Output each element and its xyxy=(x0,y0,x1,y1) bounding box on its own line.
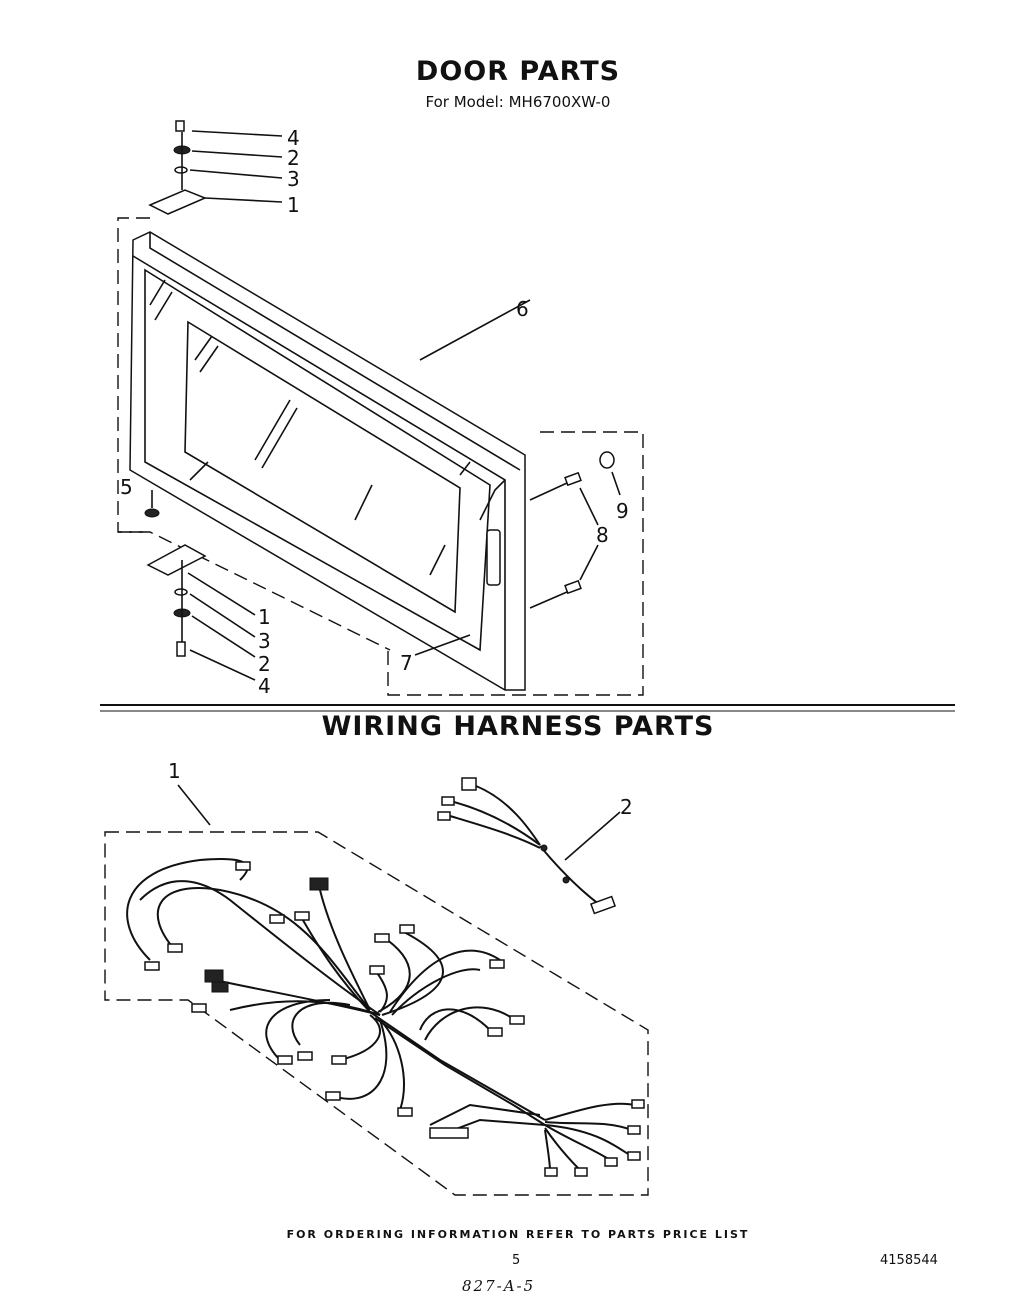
model-line: For Model: MH6700XW-0 xyxy=(425,93,611,111)
main-harness-part xyxy=(126,858,645,1177)
right-dashed-bracket xyxy=(387,431,644,696)
callout-wiring-1: 1 xyxy=(168,759,181,783)
wiring-exploded-view: 1 xyxy=(104,759,649,1196)
callout-3-bottom: 3 xyxy=(258,629,271,653)
door-handle xyxy=(486,529,501,586)
callout-4-top: 4 xyxy=(287,126,300,150)
sub-harness-part xyxy=(437,777,617,915)
bottom-hinge-part xyxy=(146,544,207,576)
callout-1-bottom: 1 xyxy=(258,605,271,629)
callout-wiring-2: 2 xyxy=(620,795,633,819)
document-number: 4158544 xyxy=(880,1253,938,1268)
door-exploded-view: 4 2 3 1 xyxy=(117,120,644,698)
side-clip-part xyxy=(599,451,615,469)
washer-part xyxy=(144,508,160,518)
lower-dashed-leader xyxy=(118,531,391,651)
top-hinge-part xyxy=(148,189,207,215)
callout-4-bottom: 4 xyxy=(258,674,271,698)
callout-2-top: 2 xyxy=(287,146,300,170)
callout-7: 7 xyxy=(400,651,413,675)
callout-2-bottom: 2 xyxy=(258,652,271,676)
bottom-hardware-leaders xyxy=(187,572,256,681)
upper-screw-part xyxy=(564,471,582,487)
page-number: 5 xyxy=(512,1253,521,1268)
handwritten-code: 827-A-5 xyxy=(462,1277,536,1295)
callout-5: 5 xyxy=(120,475,133,499)
door-parts-title: DOOR PARTS xyxy=(415,56,621,87)
top-hinge-hardware xyxy=(148,120,207,215)
bottom-spacer-part xyxy=(174,588,188,596)
top-spacer-part xyxy=(174,166,188,174)
top-screw-part xyxy=(175,120,185,132)
top-hardware-leaders xyxy=(189,130,283,203)
callout-8: 8 xyxy=(596,523,609,547)
left-dashed-bracket xyxy=(117,217,150,533)
wiring-harness-title: WIRING HARNESS PARTS xyxy=(321,711,715,742)
bottom-hinge-hardware xyxy=(146,544,207,657)
bottom-screw-part xyxy=(176,641,186,657)
callout-3-top: 3 xyxy=(287,167,300,191)
lower-screw-part xyxy=(564,579,582,595)
callout-6: 6 xyxy=(516,297,529,321)
ordering-note: FOR ORDERING INFORMATION REFER TO PARTS … xyxy=(286,1228,750,1241)
door-body xyxy=(129,231,526,691)
callout-9: 9 xyxy=(616,499,629,523)
main-harness-dashed-outline xyxy=(104,831,649,1196)
callout-1-top: 1 xyxy=(287,193,300,217)
